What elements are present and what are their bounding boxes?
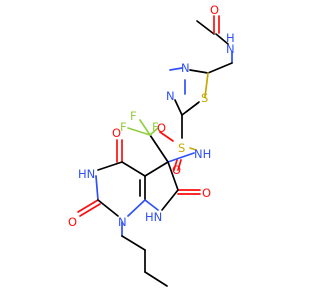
bond-n7-c7a [144, 199, 159, 211]
atom-f2: F [120, 120, 127, 134]
bond-carbonyl-n [215, 33, 229, 45]
atom-pyrimidine-o4: O [112, 126, 121, 140]
bond-c2-s1-2 [185, 101, 200, 113]
atom-f1: F [130, 109, 137, 123]
bond-so2-o2 [173, 159, 178, 171]
bond-c-f1 [139, 119, 151, 136]
bond-c5-n4 [189, 69, 209, 74]
bond-c4-n3 [97, 161, 123, 171]
atom-thiadiazole-n4: N [181, 61, 190, 75]
bond-c1-c2 [121, 235, 146, 251]
atom-thiadiazole-n3: N [166, 89, 175, 103]
atom-sulfonamide-nh: NH [194, 147, 211, 161]
atom-amide-n: N [226, 42, 235, 56]
bond-nh-c5 [167, 152, 195, 163]
atom-pyrimidine-n3h: HN [78, 167, 95, 181]
bond-so2-o2-2 [177, 159, 182, 171]
bond-s1-c5 [204, 72, 209, 98]
structure-svg: O N H N N S S O O NH F F F O HN O N O HN [68, 3, 235, 287]
bond-amide-c5 [207, 62, 233, 74]
atom-pyrimidine-o2: O [68, 215, 77, 229]
bond-n3-c2 [174, 99, 183, 116]
molecule-diagram: O N H N N S S O O NH F F F O HN O N O HN [68, 3, 235, 287]
atom-thiadiazole-s: S [201, 91, 208, 105]
bonds [77, 15, 233, 287]
bond-c3-c4 [144, 271, 168, 287]
atom-f3: F [152, 120, 159, 134]
atom-lactam-nh: HN [145, 210, 162, 224]
bond-c5-c6 [167, 161, 179, 191]
bond-c4a-c4 [121, 161, 146, 177]
bond-methyl-carbonyl [196, 20, 215, 35]
atom-labels: O N H N N S S O O NH F F F O HN O N O HN [68, 3, 235, 229]
bond-c6-n7 [161, 189, 179, 211]
bond-so2-nh [189, 147, 197, 151]
bond-c2-o-2 [79, 203, 101, 217]
atom-amide-h: H [226, 31, 235, 45]
bond-so2-o1 [159, 131, 174, 142]
atom-pyrimidine-n1: N [118, 215, 127, 229]
atom-lactam-o: O [202, 186, 211, 200]
bond-c2-n1 [97, 199, 119, 217]
atom-sulfonyl-o2: O [172, 163, 181, 177]
bond-c2-o [77, 199, 99, 213]
bond-c-f2 [127, 127, 151, 136]
bond-c5-c4a [144, 161, 169, 177]
bond-n3-c2 [95, 175, 99, 201]
bond-c5-cf3 [149, 134, 169, 163]
bond-n4-c [169, 67, 183, 71]
atom-sulfonyl-s: S [178, 141, 185, 155]
atom-sulfonyl-o1: O [157, 121, 166, 135]
bond-c-f3 [149, 127, 159, 136]
atom-acetyl-o: O [210, 3, 219, 17]
bond-n1-c7a [127, 199, 146, 217]
